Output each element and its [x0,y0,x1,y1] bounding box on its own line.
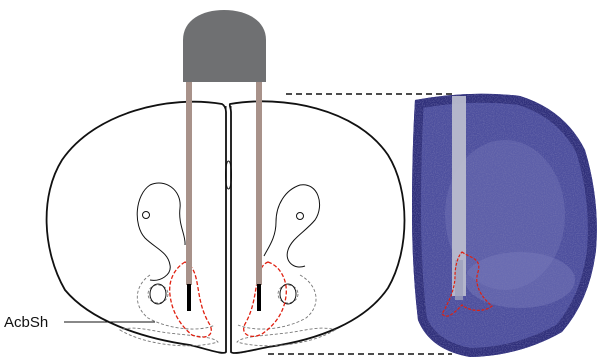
right-ventral-oval [280,284,296,304]
right-injector-tip [257,284,261,311]
left-anterior-commissure [143,212,150,219]
left-injector-tip [187,284,191,311]
acbsh-label-group: AcbSh [4,314,155,331]
brain-section-schematic [47,101,405,353]
left-ventricle-outline [137,183,185,280]
left-hemisphere-outline [47,102,226,353]
right-cannula-shaft [256,82,262,285]
region-label: AcbSh [4,314,48,331]
cannula-assembly [183,10,266,311]
right-anterior-commissure [297,213,304,220]
cannula-cap-icon [183,10,266,82]
right-hemisphere-outline [230,101,405,353]
left-cannula-shaft [186,82,192,285]
right-acbsh-outline [244,262,287,336]
right-ventricle-outline [264,185,320,267]
histology-section-image [405,88,597,363]
left-ventral-oval [150,284,166,304]
ventral-structures-dashed [120,275,335,346]
